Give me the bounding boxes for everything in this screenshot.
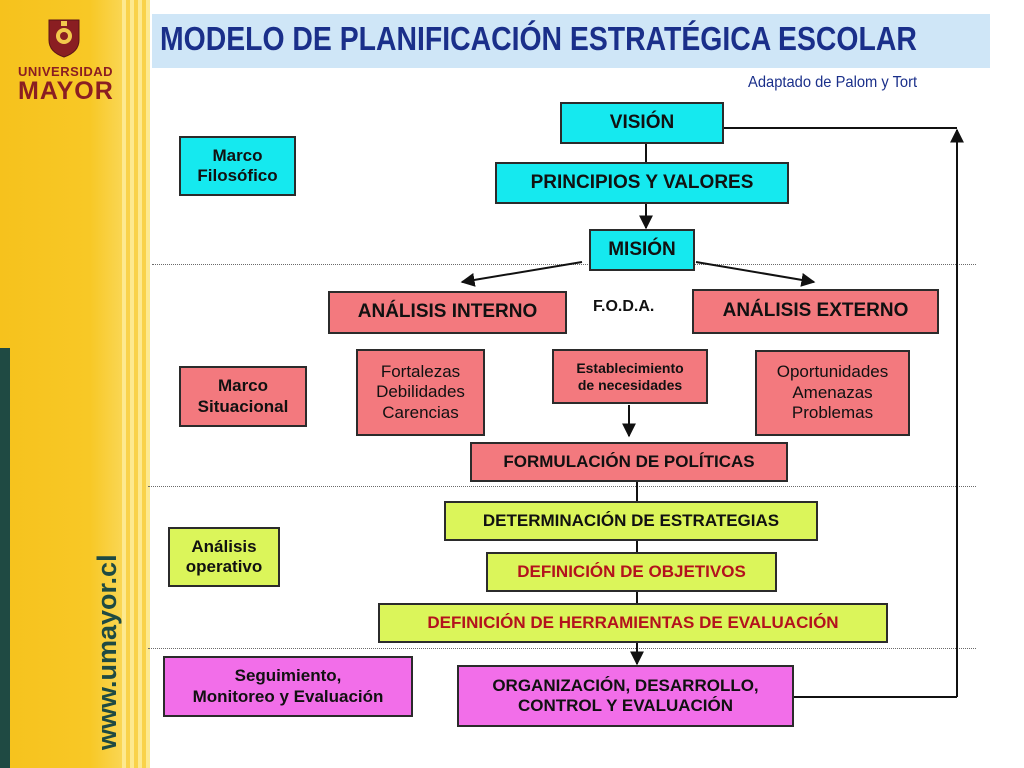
node-vision: VISIÓN: [560, 102, 724, 144]
item-problemas: Problemas: [791, 403, 874, 423]
item-fortalezas: Fortalezas: [380, 361, 461, 381]
node-determinacion-estrategias: DETERMINACIÓN DE ESTRATEGIAS: [444, 501, 818, 541]
page-subtitle: Adaptado de Palom y Tort: [748, 74, 918, 91]
logo-text-line1: UNIVERSIDAD: [18, 64, 114, 79]
stage-seguimiento: Seguimiento,Monitoreo y Evaluación: [163, 656, 413, 717]
node-mision: MISIÓN: [589, 229, 695, 271]
node-analisis-externo: ANÁLISIS EXTERNO: [692, 289, 939, 334]
foda-label: F.O.D.A.: [593, 298, 655, 315]
organizacion-line1: ORGANIZACIÓN, DESARROLLO,: [492, 675, 759, 695]
side-accent: [0, 348, 10, 768]
node-principios-valores: PRINCIPIOS Y VALORES: [495, 162, 789, 204]
item-debilidades: Debilidades: [376, 382, 465, 402]
item-oportunidades: Oportunidades: [776, 362, 889, 382]
stage-label-line: Situacional: [197, 396, 289, 416]
stage-label-line: operativo: [185, 557, 263, 576]
organizacion-line2: CONTROL Y EVALUACIÓN: [517, 696, 734, 715]
divider-operativo: [148, 648, 976, 649]
divider-situacional: [148, 486, 976, 487]
stage-label-line: Análisis: [191, 536, 257, 556]
stage-label-line: Monitoreo y Evaluación: [192, 686, 384, 706]
necesidades-line1: Establecimiento: [576, 359, 684, 376]
node-definicion-herramientas: DEFINICIÓN DE HERRAMIENTAS DE EVALUACIÓN: [378, 603, 888, 643]
node-necesidades: Establecimiento de necesidades: [552, 349, 708, 404]
shield-icon: [48, 19, 80, 58]
node-analisis-interno: ANÁLISIS INTERNO: [328, 291, 567, 334]
logo-text-line2: MAYOR: [18, 77, 114, 105]
node-interno-items: Fortalezas Debilidades Carencias: [356, 349, 485, 436]
page-title: MODELO DE PLANIFICACIÓN ESTRATÉGICA ESCO…: [160, 20, 917, 57]
stage-label-line: Filosófico: [197, 166, 278, 185]
title-bar: [152, 14, 990, 68]
stage-label-line: Seguimiento,: [234, 666, 342, 686]
node-formulacion-politicas: FORMULACIÓN DE POLÍTICAS: [470, 442, 788, 482]
university-logo: UNIVERSIDAD MAYOR: [18, 18, 114, 105]
side-stripes: [122, 0, 150, 768]
node-definicion-objetivos: DEFINICIÓN DE OBJETIVOS: [486, 552, 777, 592]
necesidades-line2: de necesidades: [577, 376, 683, 393]
node-externo-items: Oportunidades Amenazas Problemas: [755, 350, 910, 436]
item-amenazas: Amenazas: [792, 382, 873, 402]
stage-label-line: Marco: [212, 145, 263, 165]
node-organizacion-control: ORGANIZACIÓN, DESARROLLO, CONTROL Y EVAL…: [457, 665, 794, 727]
stage-label-line: Marco: [217, 376, 269, 396]
item-carencias: Carencias: [382, 402, 459, 422]
